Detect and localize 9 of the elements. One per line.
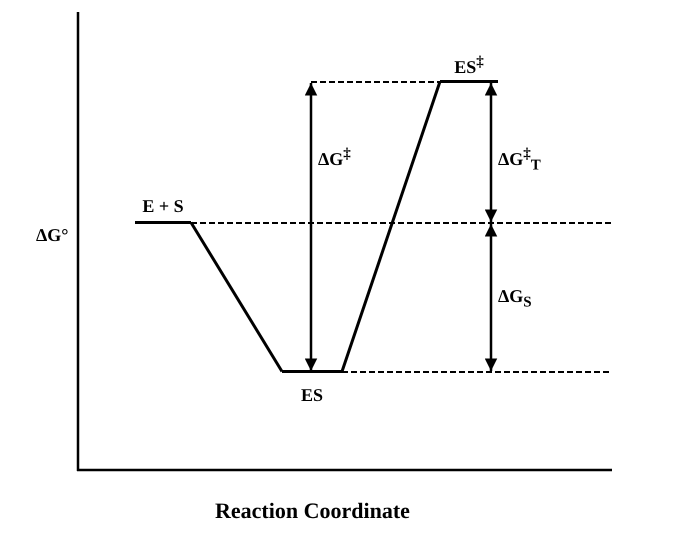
profile-line (340, 81, 442, 372)
level-label: ES (300, 385, 324, 406)
dimension-label: ΔG$^{‡}$ (318, 146, 351, 170)
profile-line (190, 222, 284, 372)
dimension-label: ΔG$_{S}$ (498, 286, 532, 312)
axis-label: ΔG° (36, 225, 68, 246)
level-label: ES$^{‡}$ (453, 54, 485, 78)
axis-title: Reaction Coordinate (215, 498, 410, 524)
level-label: E + S (141, 196, 185, 217)
